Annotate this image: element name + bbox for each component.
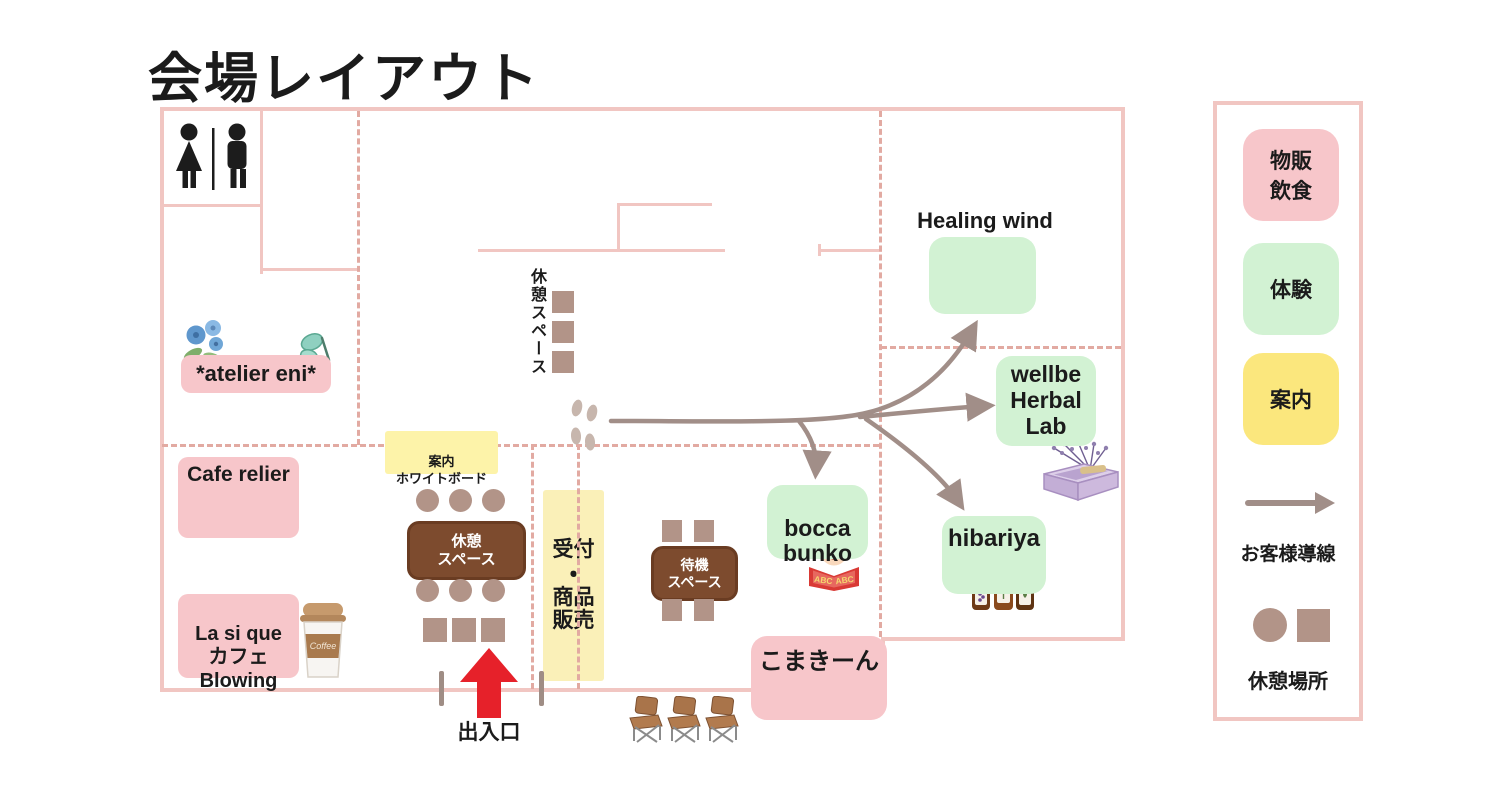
legend-rest-square: [1297, 609, 1330, 642]
booth-healing-wind-label: Healing wind: [917, 208, 1053, 233]
booth-bocca-bunko: bocca bunko: [767, 485, 868, 565]
booth-label: wellbe Herbal Lab: [1010, 361, 1082, 439]
coffee-cup-icon: Coffee: [300, 603, 346, 678]
folding-chair-icon: [705, 696, 739, 743]
folding-chair-icon: [667, 696, 701, 743]
partition-reception-right: [577, 444, 580, 689]
legend-goods-food: 物販 飲食: [1243, 129, 1339, 221]
booth-label: La si que カフェ Blowing: [195, 622, 282, 692]
stool-square: [423, 618, 447, 642]
rest-space-table: 休憩 スペース: [407, 521, 526, 580]
wall-mid-b: [820, 249, 882, 252]
booth-komakin: こまきーん: [751, 636, 887, 720]
legend-panel: 物販 飲食 体験 案内 お客様導線 休憩場所: [1213, 101, 1363, 721]
entrance-arrow-icon: [460, 648, 518, 718]
wall-center-top-v: [617, 203, 620, 252]
entrance-label: 出入口: [457, 721, 521, 744]
booth-label: *atelier eni*: [196, 361, 316, 386]
legend-rest-label: 休憩場所: [1248, 671, 1328, 693]
chair-circle: [482, 489, 505, 512]
entrance-jamb-right: [539, 671, 544, 706]
partition-reception-left: [531, 444, 534, 689]
booth-label: Cafe relier: [187, 463, 290, 486]
booth-label: bocca bunko: [783, 514, 852, 566]
wall-restroom-stub: [260, 268, 360, 271]
svg-text:ABC: ABC: [835, 574, 855, 586]
wall-restroom-bottom: [160, 204, 263, 207]
partition-left: [357, 111, 360, 445]
page-title: 会場レイアウト: [148, 49, 540, 109]
restroom-icon: [176, 123, 247, 190]
svg-text:ABC: ABC: [814, 574, 834, 586]
wall-door-tick: [818, 244, 821, 256]
stool-square: [662, 520, 682, 542]
wall-center-top-h: [617, 203, 712, 206]
area-rest-space-vertical: 休憩スペース: [528, 268, 545, 376]
partition-middle: [162, 444, 879, 447]
booth-hibariya: hibariya: [942, 516, 1046, 594]
area-reception: 受付 ・ 商品 販売: [543, 490, 604, 681]
folding-chair-icon: [629, 696, 663, 743]
footprints-icon: [570, 399, 598, 451]
booth-la-si-que: La si que カフェ Blowing: [178, 594, 299, 692]
stool-square: [481, 618, 505, 642]
svg-text:Coffee: Coffee: [310, 641, 337, 651]
booth-healing-wind: [929, 237, 1036, 314]
herbal-soap-icon: [1043, 439, 1119, 502]
wall-restroom-right: [260, 107, 263, 274]
booth-atelier-eni: *atelier eni*: [181, 355, 331, 393]
stool-square: [452, 618, 476, 642]
legend-rest-circle: [1253, 608, 1287, 642]
booth-cafe-relier: Cafe relier: [178, 457, 299, 538]
stool-square: [662, 599, 682, 621]
chair-circle: [449, 579, 472, 602]
stool-square: [552, 351, 574, 373]
chair-circle: [416, 489, 439, 512]
booth-label: こまきーん: [759, 648, 879, 675]
wall-left: [160, 107, 164, 692]
flow-to-healing-wind: [608, 319, 978, 424]
booth-wellbe-herbal-lab: wellbe Herbal Lab: [996, 356, 1096, 446]
stool-square: [552, 291, 574, 313]
legend-flow-label: お客様導線: [1240, 544, 1336, 565]
wall-mid-a: [478, 249, 725, 252]
wall-bottom: [160, 688, 885, 692]
chair-circle: [482, 579, 505, 602]
stool-square: [694, 520, 714, 542]
chair-circle: [449, 489, 472, 512]
wall-right: [1121, 107, 1125, 641]
legend-experience: 体験: [1243, 243, 1339, 335]
partition-right-zone: [881, 346, 1121, 349]
legend-flow-arrow-icon: [1245, 492, 1335, 514]
entrance-jamb-left: [439, 671, 444, 706]
booth-label: hibariya: [947, 525, 1041, 552]
area-whiteboard: 案内 ホワイトボード: [385, 431, 498, 486]
waiting-space-table: 待機 スペース: [651, 546, 738, 601]
chair-circle: [416, 579, 439, 602]
legend-information: 案内: [1243, 353, 1339, 445]
wall-top: [160, 107, 1125, 111]
wall-bottom-right: [881, 637, 1125, 641]
partition-right: [879, 111, 882, 637]
stool-square: [552, 321, 574, 343]
stool-square: [694, 599, 714, 621]
